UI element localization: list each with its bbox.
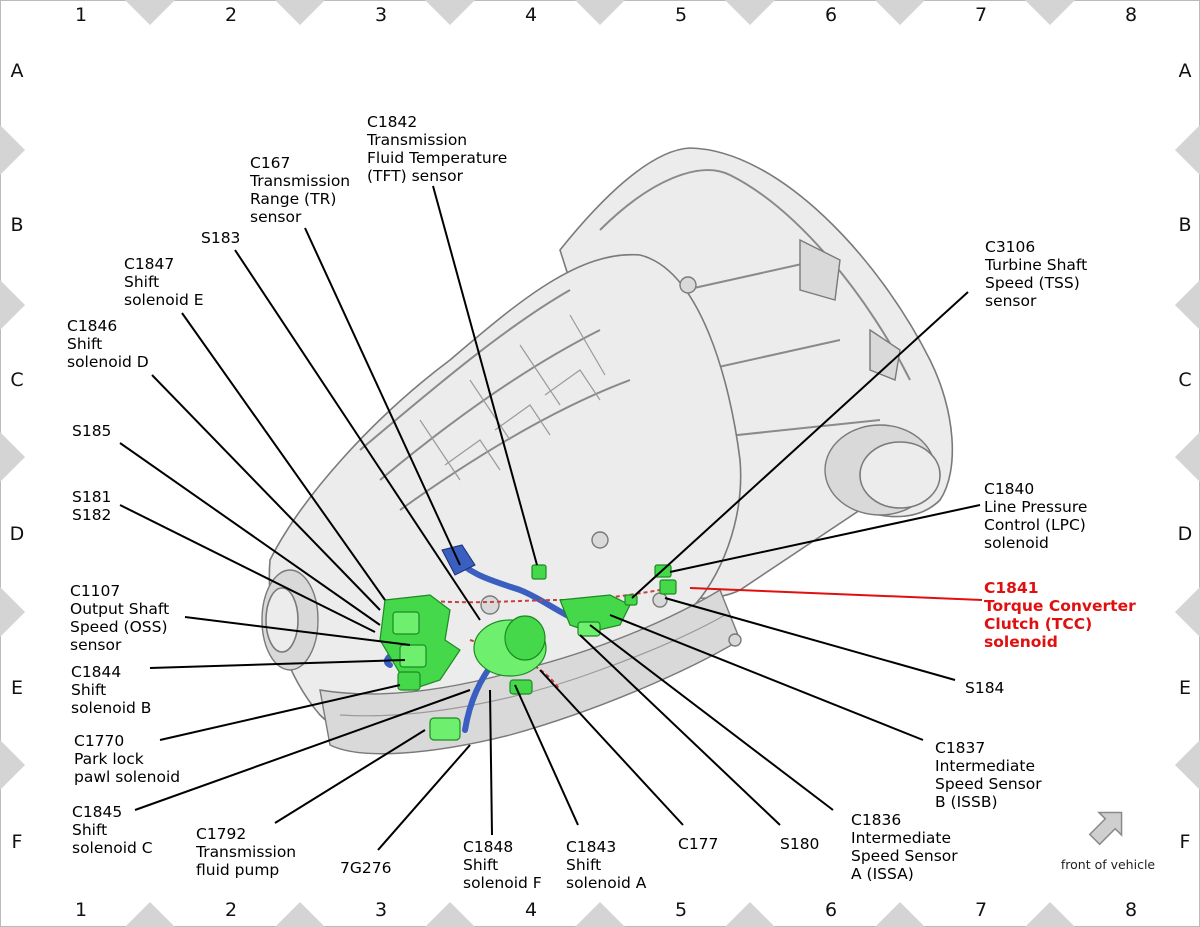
grid-col-label: 8	[1125, 899, 1137, 921]
leader-lines	[119, 185, 983, 851]
label-c177: C177	[678, 835, 718, 853]
label-c1848: C1848 Shift solenoid F	[463, 838, 542, 892]
label-c1837: C1837 Intermediate Speed Sensor B (ISSB)	[935, 739, 1047, 811]
grid-column-labels-bottom: 1 2 3 4 5 6 7 8	[75, 899, 1137, 921]
front-of-vehicle-indicator: front of vehicle	[1061, 811, 1156, 872]
label-c1842: C1842 Transmission Fluid Temperature (TF…	[366, 113, 512, 185]
iss-sensor-cluster	[559, 594, 631, 633]
solenoid-block	[399, 644, 427, 668]
grid-col-label: 7	[975, 899, 987, 921]
grid-col-label: 3	[375, 899, 387, 921]
grid-row-label: C	[1178, 369, 1191, 391]
grid-row-label: F	[12, 831, 23, 853]
arrow-up-right-icon	[1088, 811, 1123, 846]
solenoid-block	[392, 611, 420, 635]
grid-col-label: 1	[75, 899, 87, 921]
grid-col-label: 3	[375, 4, 387, 26]
transmission-housing	[261, 147, 954, 755]
components	[379, 544, 677, 741]
grid-row-label: E	[1179, 677, 1191, 699]
grid-col-label: 2	[225, 4, 237, 26]
grid-row-label: C	[10, 369, 23, 391]
label-c1843: C1843 Shift solenoid A	[566, 838, 647, 892]
label-s181-s182: S181 S182	[72, 488, 116, 524]
label-c1845: C1845 Shift solenoid C	[72, 803, 153, 857]
label-c1844: C1844 Shift solenoid B	[71, 663, 151, 717]
grid-col-label: 4	[525, 899, 537, 921]
grid-row-label: F	[1180, 831, 1191, 853]
grid-row-label: A	[1179, 60, 1192, 82]
label-c1846: C1846 Shift solenoid D	[67, 317, 149, 371]
tss-sensor	[624, 594, 638, 606]
grid-col-label: 7	[975, 4, 987, 26]
label-c1770: C1770 Park lock pawl solenoid	[74, 732, 180, 786]
grid-row-label: E	[11, 677, 23, 699]
grid-row-label: D	[1178, 523, 1193, 545]
front-of-vehicle-label: front of vehicle	[1061, 857, 1156, 872]
label-c3106: C3106 Turbine Shaft Speed (TSS) sensor	[984, 238, 1092, 310]
solenoid-block	[397, 671, 421, 691]
label-c1836: C1836 Intermediate Speed Sensor A (ISSA)	[851, 811, 963, 883]
grid-row-label: D	[10, 523, 25, 545]
label-s184: S184	[965, 679, 1004, 697]
grid-col-label: 1	[75, 4, 87, 26]
grid-row-label: B	[1178, 214, 1191, 236]
tft-sensor	[531, 564, 547, 580]
grid-col-label: 8	[1125, 4, 1137, 26]
grid-column-labels-top: 1 2 3 4 5 6 7 8	[75, 4, 1137, 26]
label-s185: S185	[72, 422, 111, 440]
grid-col-label: 2	[225, 899, 237, 921]
grid-row-label: B	[10, 214, 23, 236]
label-c167: C167 Transmission Range (TR) sensor	[249, 154, 355, 226]
grid-col-label: 5	[675, 4, 687, 26]
label-c1840: C1840 Line Pressure Control (LPC) soleno…	[984, 480, 1092, 552]
callout-labels: C1842 Transmission Fluid Temperature (TF…	[67, 113, 1141, 892]
solenoid-a	[509, 679, 533, 695]
park-lock-solenoid	[429, 717, 461, 741]
label-7g276: 7G276	[340, 859, 391, 877]
grid-col-label: 4	[525, 4, 537, 26]
grid-row-labels-left: A B C D E F	[10, 60, 25, 853]
label-s183: S183	[201, 229, 240, 247]
label-c1847: C1847 Shift solenoid E	[124, 255, 204, 309]
grid-col-label: 5	[675, 899, 687, 921]
grid-row-labels-right: A B C D E F	[1178, 60, 1193, 853]
grid-row-label: A	[11, 60, 24, 82]
label-c1841: C1841 Torque Converter Clutch (TCC) sole…	[984, 579, 1141, 651]
label-c1107: C1107 Output Shaft Speed (OSS) sensor	[70, 582, 174, 654]
grid-col-label: 6	[825, 4, 837, 26]
label-s180: S180	[780, 835, 819, 853]
tcc-solenoid	[659, 579, 677, 595]
grid-col-label: 6	[825, 899, 837, 921]
label-c1792: C1792 Transmission fluid pump	[195, 825, 301, 879]
